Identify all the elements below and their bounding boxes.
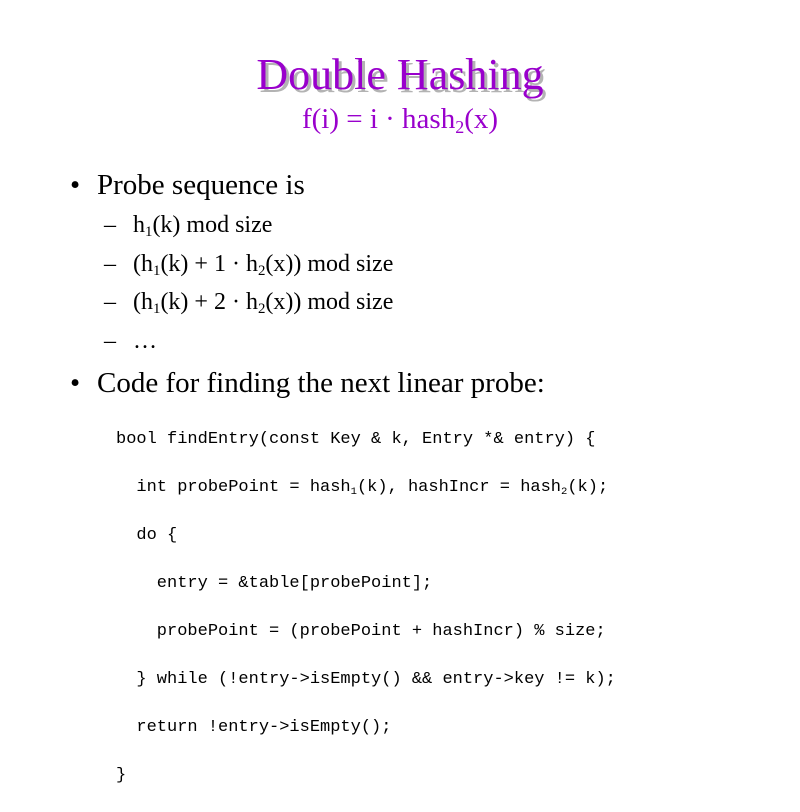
code-text: entry = &table[probePoint]; — [116, 574, 433, 593]
sublist-marker: – — [104, 212, 116, 238]
code-line: return !entry->isEmpty(); — [116, 716, 616, 740]
sublist-text: (h — [133, 289, 153, 315]
sublist-text: … — [133, 328, 157, 354]
slide-title: Double Hashing — [256, 50, 544, 99]
code-line: do { — [116, 524, 616, 548]
sublist-subscript: 1 — [153, 301, 161, 318]
sublist-subscript: 2 — [257, 263, 266, 280]
code-line: } while (!entry->isEmpty() && entry->key… — [116, 668, 616, 692]
sublist-text: (k) + 1 · h — [160, 251, 258, 277]
subtitle-subscript: 2 — [455, 117, 465, 138]
code-line: entry = &table[probePoint]; — [116, 572, 616, 596]
bullet-text: Code for finding the next linear probe: — [97, 367, 545, 399]
sublist-text: (h — [133, 251, 153, 277]
sublist-text: (k) + 2 · h — [160, 289, 258, 315]
sublist-text: (x)) mod size — [265, 251, 394, 277]
sublist-item: –… — [104, 326, 157, 356]
code-text: return !entry->isEmpty(); — [116, 718, 392, 737]
slide-subtitle: f(i) = i · hash2(x) — [0, 100, 800, 138]
sublist-text: (k) mod size — [152, 212, 273, 238]
sublist-marker: – — [104, 251, 116, 277]
bullet-marker: • — [70, 169, 81, 201]
code-text: (k); — [567, 478, 609, 497]
code-line: int probePoint = hash1(k), hashIncr = ha… — [116, 476, 616, 500]
sublist-subscript: 2 — [257, 301, 266, 318]
sublist-marker: – — [104, 328, 116, 354]
code-line: bool findEntry(const Key & k, Entry *& e… — [116, 428, 616, 452]
sublist-subscript: 1 — [145, 224, 153, 241]
code-text: } — [116, 766, 127, 785]
bullet-marker: • — [70, 367, 81, 399]
bullet-text: Probe sequence is — [97, 169, 305, 201]
code-text: (k), hashIncr = hash — [356, 478, 562, 497]
code-line: probePoint = (probePoint + hashIncr) % s… — [116, 620, 616, 644]
bullet-code: • Code for finding the next linear probe: — [70, 365, 545, 401]
subtitle-text: f(i) = i · hash — [301, 103, 456, 135]
code-line: } — [116, 764, 616, 788]
sublist-marker: – — [104, 289, 116, 315]
code-block: bool findEntry(const Key & k, Entry *& e… — [116, 404, 616, 812]
sublist-text: (x)) mod size — [265, 289, 394, 315]
sublist-item: –(h1(k) + 2 · h2(x)) mod size — [104, 287, 393, 317]
sublist-item: –(h1(k) + 1 · h2(x)) mod size — [104, 249, 393, 279]
code-text: do { — [116, 526, 178, 545]
bullet-probe-sequence: • Probe sequence is — [70, 167, 305, 203]
code-subscript: 2 — [561, 485, 568, 498]
code-text: bool findEntry(const Key & k, Entry *& e… — [116, 430, 596, 449]
code-text: int probePoint = hash — [116, 478, 351, 497]
sublist-text: h — [133, 212, 145, 238]
code-subscript: 1 — [350, 485, 357, 498]
code-text: } while (!entry->isEmpty() && entry->key… — [116, 670, 616, 689]
code-text: probePoint = (probePoint + hashIncr) % s… — [116, 622, 606, 641]
sublist-subscript: 1 — [153, 263, 161, 280]
subtitle-text-end: (x) — [464, 103, 499, 135]
sublist-item: –h1(k) mod size — [104, 210, 272, 240]
